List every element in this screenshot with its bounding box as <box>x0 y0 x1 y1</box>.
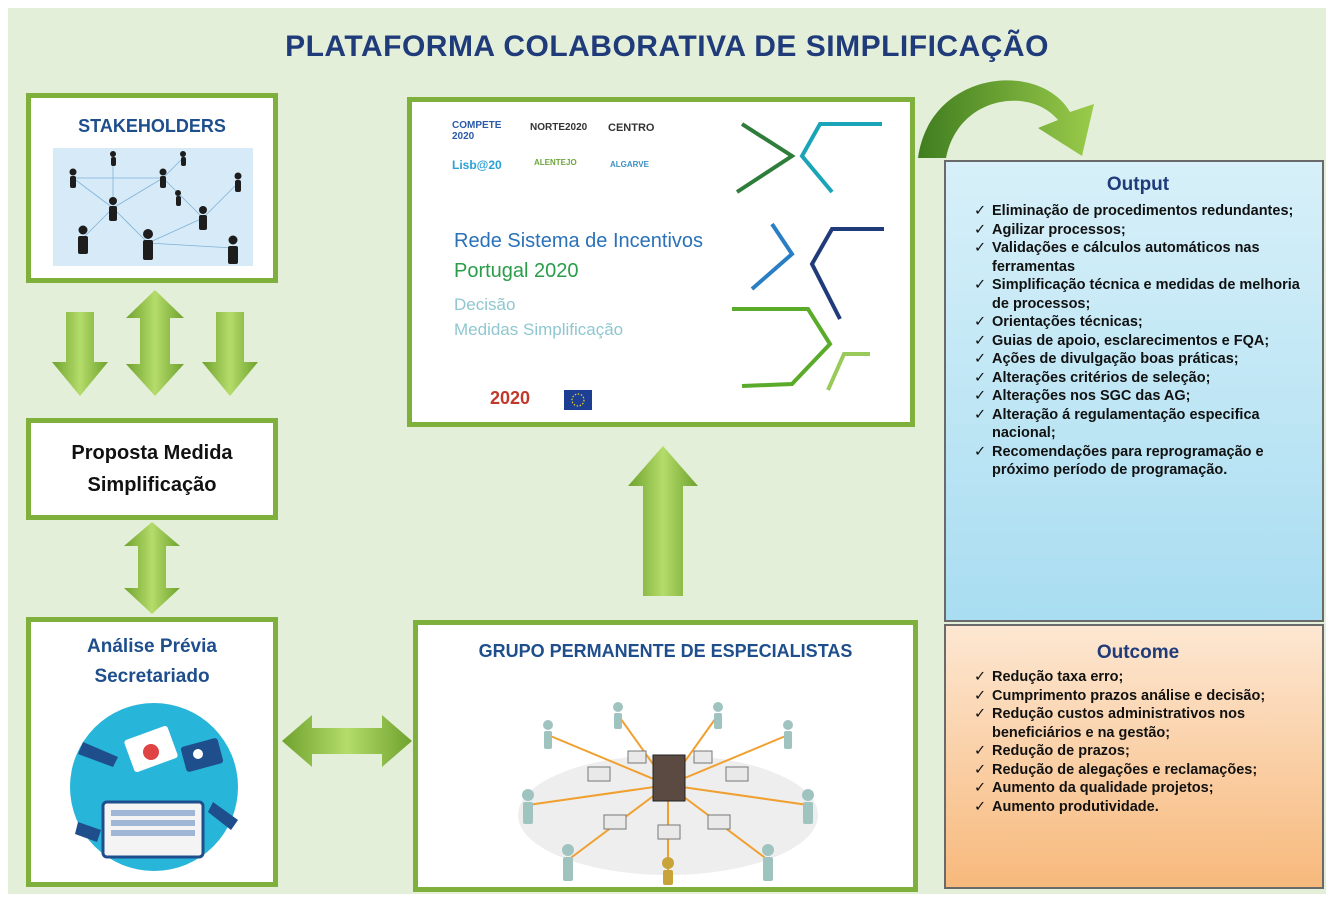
output-item-text: Guias de apoio, esclarecimentos e FQA; <box>992 332 1270 349</box>
outcome-item-text: Cumprimento prazos análise e decisão; <box>992 687 1266 704</box>
output-item: ✓ Agilizar processos; <box>974 221 1302 240</box>
checkmark-icon: ✓ <box>974 406 987 423</box>
checkmark-icon: ✓ <box>974 240 987 256</box>
analise-box: Análise Prévia Secretariado <box>26 617 278 887</box>
grupo-box: GRUPO PERMANENTE DE ESPECIALISTAS <box>413 620 918 892</box>
checkmark-icon: ✓ <box>974 687 987 704</box>
outcome-title: Outcome <box>1096 642 1180 663</box>
output-item: ✓ Alterações critérios de seleção; <box>974 369 1302 388</box>
outcome-item: ✓ Aumento produtividade. <box>974 798 1302 817</box>
experts-network-icon <box>518 702 818 885</box>
rede-line1: Rede Sistema de Incentivos <box>454 230 704 252</box>
checkmark-icon: ✓ <box>974 369 987 386</box>
outcome-list: ✓ Redução taxa erro; ✓ Cumprimento prazos a… <box>974 668 1302 816</box>
output-item: ✓ Recomendações para reprogramação e próx… <box>974 443 1302 480</box>
output-item-text: Recomendações para reprogramação e próxi… <box>992 443 1264 479</box>
chevron-decoration <box>732 122 884 391</box>
rede-line4: Medidas Simplificação <box>454 320 624 339</box>
eu-flag-icon <box>564 390 592 410</box>
output-list: ✓ Eliminação de procedimentos redundantes… <box>974 202 1302 480</box>
checkmark-icon: ✓ <box>974 443 987 460</box>
network-people-icon <box>53 148 253 266</box>
logo-norte: NORTE2020 <box>530 122 588 133</box>
teamwork-devices-icon <box>70 703 238 871</box>
outcome-item: ✓ Aumento da qualidade projetos; <box>974 779 1302 798</box>
output-item: ✓ Alteração á regulamentação especifica n… <box>974 406 1302 443</box>
checkmark-icon: ✓ <box>974 743 987 759</box>
diagram-title: PLATAFORMA COLABORATIVA DE SIMPLIFICAÇÃO <box>285 30 1049 63</box>
outcome-item: ✓ Redução de prazos; <box>974 742 1302 761</box>
output-item: ✓ Simplificação técnica e medidas de melh… <box>974 276 1302 313</box>
portugal2020-logo: 2020 <box>490 388 531 408</box>
analise-line2: Secretariado <box>94 666 210 687</box>
output-item-text: Alteração á regulamentação especifica na… <box>992 406 1260 442</box>
outcome-item-text: Redução de alegações e reclamações; <box>992 761 1258 778</box>
checkmark-icon: ✓ <box>974 277 987 293</box>
output-item-text: Eliminação de procedimentos redundantes; <box>992 203 1294 219</box>
checkmark-icon: ✓ <box>974 706 987 722</box>
outcome-item-text: Aumento produtividade. <box>992 798 1159 815</box>
rede-line2: Portugal 2020 <box>454 260 579 282</box>
output-title: Output <box>1106 174 1170 195</box>
output-item-text: Validações e cálculos automáticos nas fe… <box>992 240 1260 275</box>
checkmark-icon: ✓ <box>974 780 987 796</box>
analise-line1: Análise Prévia <box>87 636 217 657</box>
output-item-text: Simplificação técnica e medidas de melho… <box>992 277 1300 312</box>
grupo-title: GRUPO PERMANENTE DE ESPECIALISTAS <box>478 641 853 661</box>
checkmark-icon: ✓ <box>974 388 987 404</box>
logo-lisboa: Lisb@20 <box>452 158 502 172</box>
checkmark-icon: ✓ <box>974 761 987 778</box>
logo-compete: COMPETE 2020 <box>452 120 502 142</box>
output-panel: Output ✓ Eliminação de procedimentos redu… <box>944 160 1324 622</box>
output-item: ✓ Orientações técnicas; <box>974 313 1302 332</box>
proposta-box: Proposta Medida Simplificação <box>26 418 278 520</box>
checkmark-icon: ✓ <box>974 351 987 367</box>
output-item: ✓ Guias de apoio, esclarecimentos e FQA; <box>974 332 1302 351</box>
outcome-item: ✓ Cumprimento prazos análise e decisão; <box>974 687 1302 706</box>
output-item: ✓ Ações de divulgação boas práticas; <box>974 350 1302 369</box>
outcome-item: ✓ Redução custos administrativos nos bene… <box>974 705 1302 742</box>
output-item: ✓ Alterações nos SGC das AG; <box>974 387 1302 406</box>
stakeholders-box: STAKEHOLDERS <box>26 93 278 283</box>
rede-line3: Decisão <box>454 295 516 314</box>
checkmark-icon: ✓ <box>974 332 987 349</box>
output-item: ✓ Validações e cálculos automáticos nas f… <box>974 239 1302 276</box>
checkmark-icon: ✓ <box>974 314 987 330</box>
logo-alentejo: ALENTEJO <box>534 158 577 167</box>
stakeholders-title: STAKEHOLDERS <box>78 116 226 136</box>
outcome-item-text: Redução de prazos; <box>992 743 1130 759</box>
outcome-item-text: Redução taxa erro; <box>992 669 1124 685</box>
output-item-text: Alterações nos SGC das AG; <box>992 388 1191 404</box>
outcome-panel: Outcome ✓ Redução taxa erro; ✓ Cumprimento … <box>944 624 1324 889</box>
proposta-line2: Simplificação <box>87 474 217 496</box>
logo-centro: CENTRO <box>608 122 655 134</box>
logo-algarve: ALGARVE <box>610 160 649 169</box>
checkmark-icon: ✓ <box>974 221 987 238</box>
rede-box: COMPETE 2020 NORTE2020 CENTRO Lisb@20 AL… <box>407 97 915 427</box>
output-item: ✓ Eliminação de procedimentos redundantes… <box>974 202 1302 221</box>
output-item-text: Agilizar processos; <box>992 221 1126 238</box>
checkmark-icon: ✓ <box>974 669 987 685</box>
proposta-line1: Proposta Medida <box>71 442 233 464</box>
outcome-item: ✓ Redução taxa erro; <box>974 668 1302 687</box>
checkmark-icon: ✓ <box>974 203 987 219</box>
outcome-item-text: Aumento da qualidade projetos; <box>992 780 1214 796</box>
outcome-item-text: Redução custos administrativos nos benef… <box>992 706 1246 741</box>
outcome-item: ✓ Redução de alegações e reclamações; <box>974 761 1302 780</box>
output-item-text: Alterações critérios de seleção; <box>992 369 1211 386</box>
checkmark-icon: ✓ <box>974 798 987 815</box>
output-item-text: Orientações técnicas; <box>992 314 1143 330</box>
output-item-text: Ações de divulgação boas práticas; <box>992 351 1239 367</box>
